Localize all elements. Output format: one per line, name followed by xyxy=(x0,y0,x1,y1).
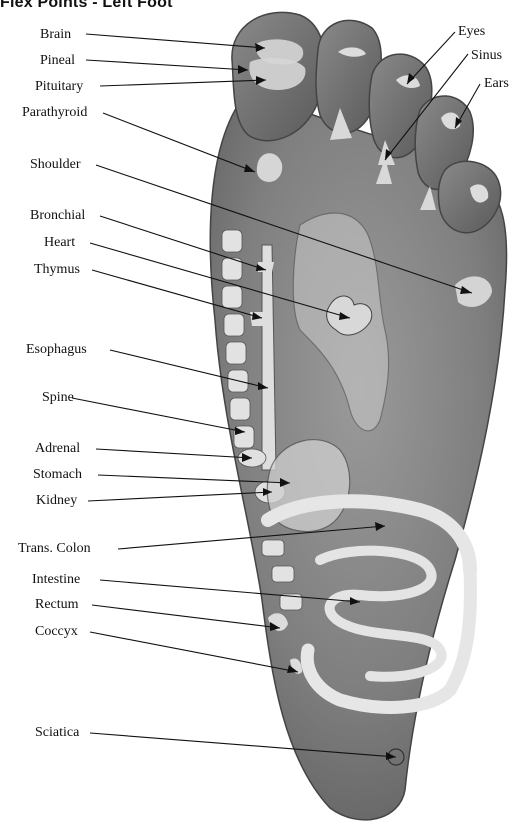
label-sciatica: Sciatica xyxy=(35,725,79,741)
label-pituitary: Pituitary xyxy=(35,79,83,95)
label-ears: Ears xyxy=(484,76,509,92)
label-eyes: Eyes xyxy=(458,24,485,40)
parathyroid-area xyxy=(257,153,282,182)
label-esophagus: Esophagus xyxy=(26,342,87,358)
label-spine: Spine xyxy=(42,390,74,406)
label-brain: Brain xyxy=(40,27,71,43)
label-bronchial: Bronchial xyxy=(30,208,85,224)
label-intestine: Intestine xyxy=(32,572,80,588)
label-rectum: Rectum xyxy=(35,597,79,613)
label-sinus: Sinus xyxy=(471,48,502,64)
label-coccyx: Coccyx xyxy=(35,624,78,640)
label-pineal: Pineal xyxy=(40,53,75,69)
label-trans-colon: Trans. Colon xyxy=(18,541,91,557)
label-thymus: Thymus xyxy=(34,262,80,278)
label-parathyroid: Parathyroid xyxy=(22,105,87,121)
label-kidney: Kidney xyxy=(36,493,77,509)
label-stomach: Stomach xyxy=(33,467,82,483)
label-shoulder: Shoulder xyxy=(30,157,81,173)
diagram-title: Flex Points - Left Foot xyxy=(0,0,173,12)
label-heart: Heart xyxy=(44,235,75,251)
label-adrenal: Adrenal xyxy=(35,441,80,457)
